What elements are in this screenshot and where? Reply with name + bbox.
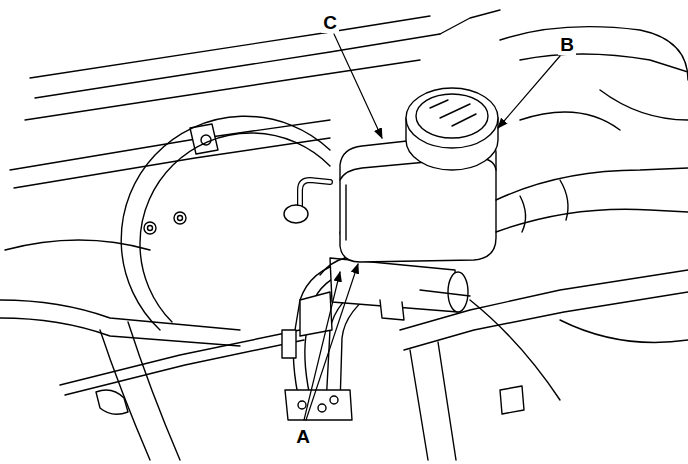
cowl-panel: [30, 16, 430, 78]
brake-booster: [300, 180, 330, 210]
callout-letter: B: [558, 34, 576, 55]
right-frame: [560, 320, 688, 343]
master-cylinder-body: [300, 258, 470, 336]
brake-booster: [121, 116, 330, 330]
master-cylinder-body: [420, 290, 470, 296]
cowl-panel: [25, 60, 420, 120]
leader-line: [304, 34, 560, 420]
master-cylinder-body: [448, 272, 468, 312]
right-frame: [400, 270, 688, 330]
cowl-panel: [25, 10, 688, 120]
reservoir-cap: [430, 100, 476, 126]
leader-line: [498, 56, 560, 128]
brake-lines: [65, 340, 304, 395]
master-cylinder-body: [300, 292, 332, 336]
reservoir-cap: [416, 94, 488, 138]
callout-letter: C: [321, 12, 339, 33]
brake-booster: [178, 216, 183, 221]
intake-duct: [520, 112, 620, 130]
master-cylinder-body: [380, 300, 404, 320]
right-frame: [470, 300, 560, 400]
right-frame: [438, 342, 456, 460]
intake-duct: [496, 90, 688, 232]
brake-booster: [144, 222, 156, 234]
callout-letter: A: [294, 426, 312, 447]
left-hoses: [0, 300, 240, 330]
right-frame: [500, 386, 524, 414]
brake-booster: [284, 205, 308, 223]
reservoir-cap: [406, 88, 498, 170]
brake-booster: [140, 133, 330, 322]
brake-lines: [330, 396, 338, 404]
reservoir-cap: [406, 88, 498, 148]
intake-duct: [520, 196, 526, 232]
intake-duct: [600, 90, 688, 120]
left-hoses: [0, 318, 240, 346]
intake-duct: [560, 180, 568, 220]
brake-lines: [60, 330, 300, 385]
brake-lines: [298, 401, 306, 409]
leader-line: [306, 264, 358, 420]
strut-bar: [10, 120, 330, 188]
cowl-panel: [520, 54, 688, 72]
leader-line: [304, 272, 340, 420]
leader-line: [334, 34, 382, 138]
left-hoses: [128, 322, 180, 460]
brake-booster: [148, 226, 153, 231]
level-sensor-connector: [320, 258, 345, 275]
reservoir: [345, 185, 346, 240]
brake-lines: [285, 390, 352, 420]
brake-booster: [174, 212, 186, 224]
left-hoses: [96, 390, 128, 414]
brake-lines: [282, 330, 296, 358]
intake-duct: [496, 168, 688, 200]
cowl-panel: [440, 10, 500, 34]
cowl-panel: [500, 27, 688, 80]
brake-booster: [121, 116, 330, 330]
brake-booster: [300, 180, 330, 210]
right-frame: [400, 270, 688, 460]
brake-lines: [318, 404, 326, 412]
strut-bar: [14, 138, 330, 188]
right-frame: [404, 292, 688, 350]
right-frame: [410, 350, 428, 460]
left-hoses: [5, 240, 150, 250]
